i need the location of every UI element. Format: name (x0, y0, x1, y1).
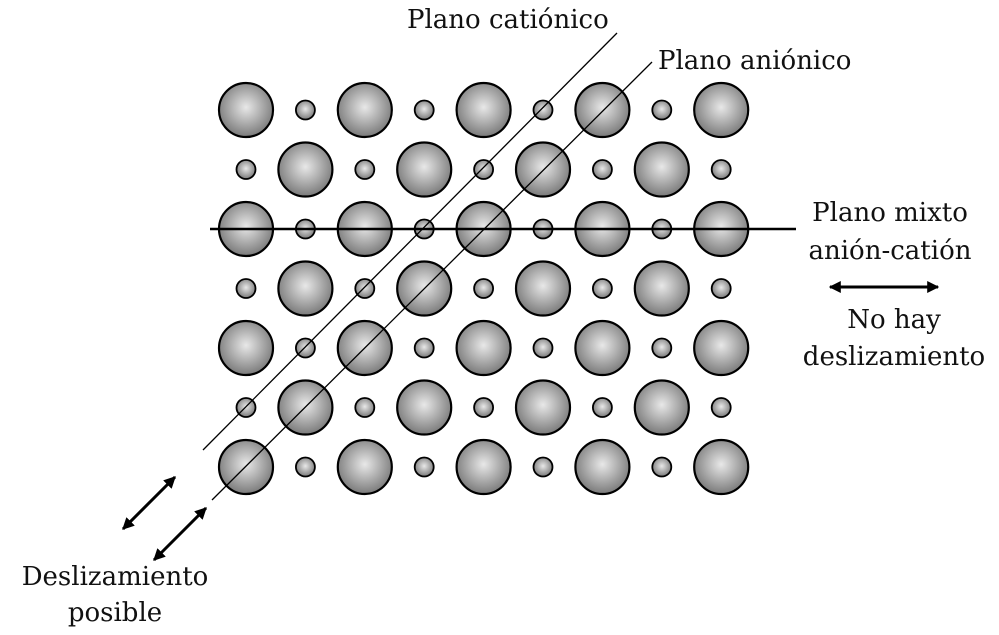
cation-small-ion (473, 397, 495, 418)
cation-small-ion (651, 99, 673, 121)
cation-small-ion (710, 278, 732, 299)
cation-small-ion (532, 337, 554, 359)
anion-large-ion (633, 379, 690, 436)
anion-large-ion (217, 81, 275, 139)
anion-large-ion (336, 81, 393, 139)
anion-large-ion (574, 81, 631, 139)
anion-large-ion (574, 438, 631, 496)
cation-small-ion (354, 278, 376, 299)
cation-small-ion (413, 456, 435, 478)
cation-small-ion (710, 159, 732, 180)
anionic-plane-label: Plano aniónico (658, 46, 852, 76)
cation-small-ion (651, 337, 673, 359)
cation-small-ion (592, 159, 613, 180)
anion-large-ion (396, 141, 453, 198)
cation-small-ion (354, 397, 376, 418)
anion-large-ion (514, 141, 572, 198)
cationic-plane-label: Plano catiónico (407, 5, 609, 35)
cationic-plane-line (202, 32, 618, 451)
mixed-plane-label-1: Plano mixto (812, 198, 968, 228)
cation-small-ion (651, 456, 673, 478)
cation-small-ion (413, 99, 435, 121)
anion-large-ion (396, 379, 453, 436)
slip-arrow-2 (152, 506, 208, 562)
cation-small-ion (473, 278, 495, 299)
cation-small-ion (294, 337, 316, 359)
cation-small-ion (592, 278, 613, 299)
anion-large-ion (633, 260, 690, 317)
anion-large-ion (693, 81, 750, 139)
anion-large-ion (514, 260, 572, 317)
anion-large-ion (336, 438, 393, 496)
cation-small-ion (413, 337, 435, 359)
cation-small-ion (294, 99, 316, 121)
cation-small-ion (592, 397, 613, 418)
anion-large-ion (514, 379, 572, 436)
cation-small-ion (473, 159, 495, 180)
no-slip-label-1: No hay (847, 305, 941, 335)
anion-large-ion (693, 319, 750, 377)
anion-large-ion (455, 81, 512, 139)
anion-large-ion (277, 260, 334, 317)
anion-large-ion (217, 319, 275, 377)
anion-large-ion (455, 438, 512, 496)
anionic-plane-line (211, 61, 653, 501)
slip-label-1: Deslizamiento (21, 562, 209, 592)
cation-small-ion (235, 159, 257, 180)
cation-small-ion (235, 278, 257, 299)
cation-small-ion (354, 159, 376, 180)
no-slip-label-2: deslizamiento (802, 342, 986, 372)
cation-small-ion (294, 456, 316, 478)
anion-large-ion (633, 141, 690, 198)
anion-large-ion (574, 319, 631, 377)
anion-large-ion (455, 319, 512, 377)
cation-small-ion (532, 99, 554, 121)
slip-arrow-1 (121, 475, 177, 531)
mixed-plane-label-2: anión-catión (808, 236, 972, 266)
ion-grid (217, 81, 750, 496)
cation-small-ion (710, 397, 732, 418)
anion-large-ion (693, 438, 750, 496)
anion-large-ion (277, 141, 334, 198)
cation-small-ion (532, 456, 554, 478)
slip-label-2: posible (67, 598, 163, 628)
